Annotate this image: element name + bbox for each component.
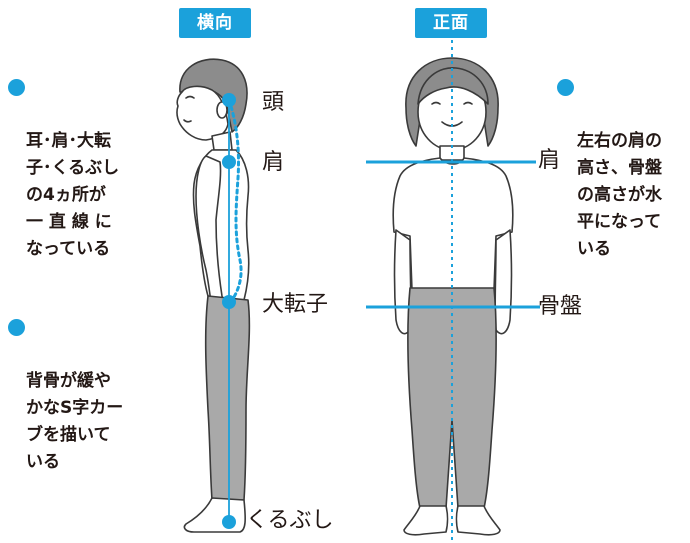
side-ear — [216, 101, 228, 119]
spine-curve-note: 背骨が緩や かなS字カー ブを描いて いる — [8, 314, 148, 503]
side-point-ankle — [222, 515, 236, 529]
front-view-header: 正面 — [415, 8, 487, 38]
side-foot — [183, 497, 246, 533]
label-front-shoulder: 肩 — [538, 148, 561, 173]
front-foot-right — [455, 505, 501, 536]
spine-curve-text: 背骨が緩や かなS字カー ブを描いて いる — [26, 371, 124, 472]
note-bullet-icon — [557, 79, 574, 96]
front-bangs — [417, 67, 489, 105]
front-view-figure — [392, 57, 514, 536]
label-shoulder: 肩 — [262, 150, 285, 175]
side-point-trochanter — [222, 295, 236, 309]
side-face — [176, 85, 229, 141]
side-spine-curve — [227, 98, 243, 306]
label-head: 頭 — [262, 90, 285, 115]
label-ankle: くるぶし — [246, 508, 334, 533]
front-eye-left — [431, 101, 441, 105]
side-pants — [204, 295, 251, 501]
side-alignment-text: 耳･肩･大転 子･くるぶし の4ヵ所が 一 直 線 に なっている — [26, 131, 120, 259]
front-level-note: 左右の肩の 高さ、骨盤 の高さが水 平になって いる — [557, 74, 689, 290]
side-mouth — [183, 119, 192, 123]
front-level-text: 左右の肩の 高さ、骨盤 の高さが水 平になって いる — [577, 131, 662, 259]
side-alignment-note: 耳･肩･大転 子･くるぶし の4ヵ所が 一 直 線 に なっている — [8, 74, 148, 290]
label-trochanter: 大転子 — [262, 292, 329, 317]
label-front-pelvis: 骨盤 — [538, 294, 583, 319]
side-view-figure — [176, 58, 251, 533]
side-view-header: 横向 — [179, 8, 251, 38]
note-bullet-icon — [8, 79, 25, 96]
side-eye — [185, 95, 195, 99]
front-eye-right — [463, 101, 473, 105]
side-point-shoulder — [222, 155, 236, 169]
note-bullet-icon — [8, 319, 25, 336]
side-point-head — [222, 93, 236, 107]
front-foot-left — [403, 505, 449, 536]
front-arm-right — [494, 229, 513, 335]
